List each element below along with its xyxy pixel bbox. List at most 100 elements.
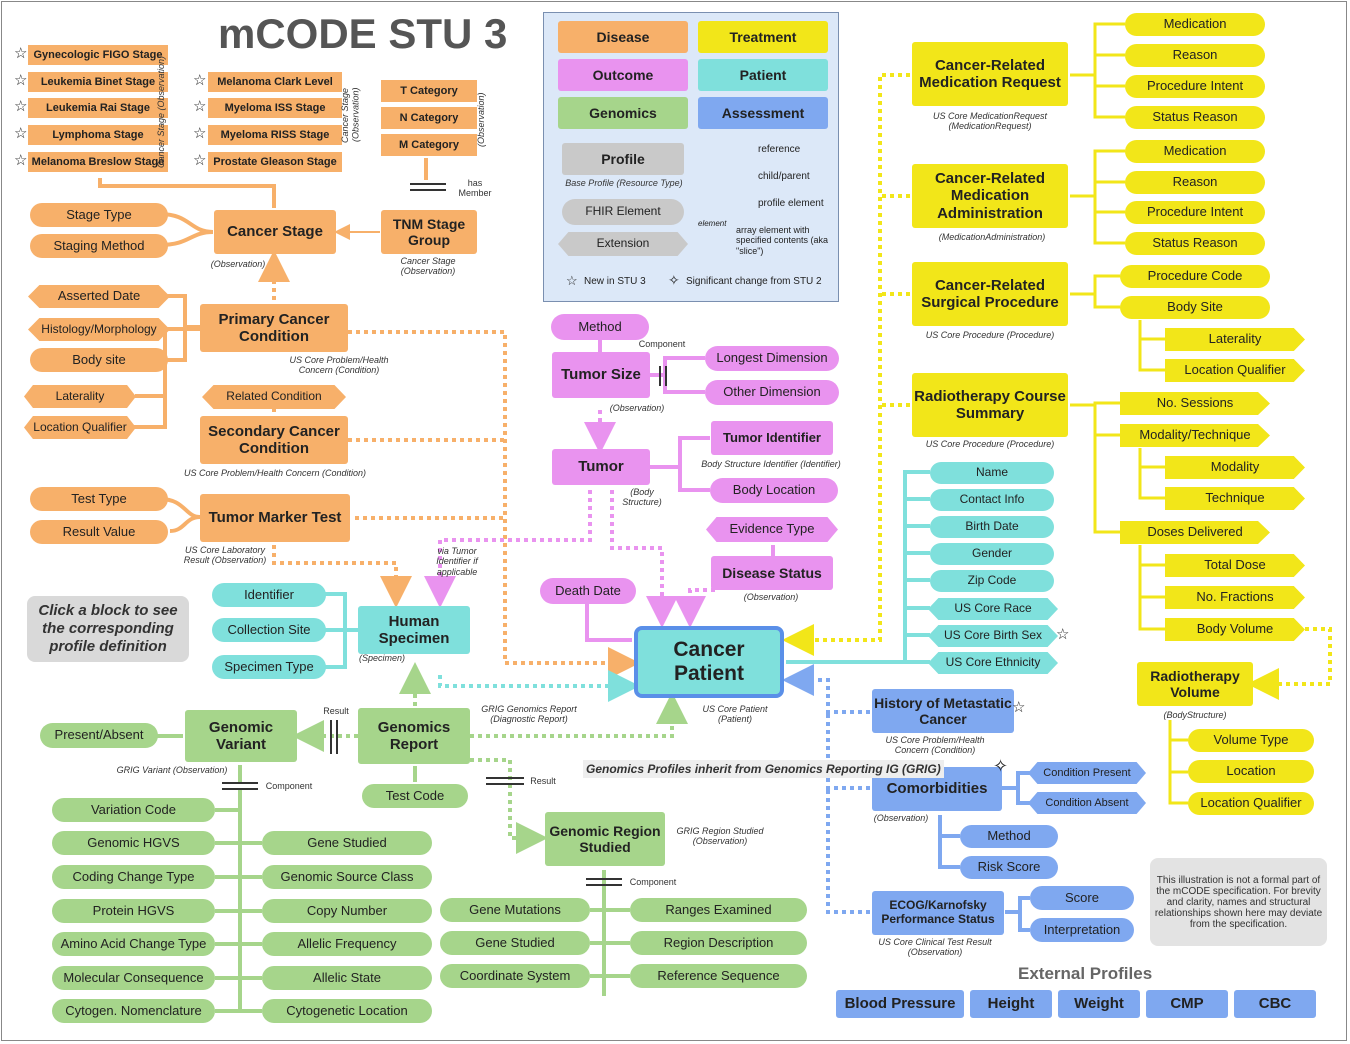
patient-name[interactable]: Name (930, 462, 1054, 484)
asserted-date[interactable]: Asserted Date (28, 285, 170, 308)
patient-zip-code[interactable]: Zip Code (930, 570, 1054, 592)
modality[interactable]: Modality (1165, 456, 1305, 479)
primary-cancer-condition[interactable]: Primary Cancer Condition (200, 304, 348, 352)
radiotherapy-course-summary[interactable]: Radiotherapy Course Summary (912, 373, 1068, 437)
genomic-hgvs[interactable]: Genomic HGVS (52, 831, 215, 855)
reference-sequence[interactable]: Reference Sequence (630, 964, 807, 988)
body-volume[interactable]: Body Volume (1165, 618, 1305, 641)
test-type[interactable]: Test Type (30, 487, 168, 511)
secondary-cancer-condition[interactable]: Secondary Cancer Condition (200, 416, 348, 464)
tumor-size[interactable]: Tumor Size (552, 352, 650, 398)
specimen-collection-site[interactable]: Collection Site (212, 618, 326, 642)
location-qualifier[interactable]: Location Qualifier (24, 416, 136, 439)
other-dimension[interactable]: Other Dimension (705, 380, 839, 405)
genomic-source-class[interactable]: Genomic Source Class (262, 865, 432, 889)
cancer-patient[interactable]: Cancer Patient (634, 626, 784, 698)
stage-binet[interactable]: Leukemia Binet Stage (28, 72, 168, 92)
molecular-consequence[interactable]: Molecular Consequence (52, 966, 215, 990)
condition-present[interactable]: Condition Present (1028, 762, 1146, 784)
histology-morphology[interactable]: Histology/Morphology (28, 318, 170, 341)
tumor-identifier[interactable]: Tumor Identifier (711, 421, 833, 455)
modality-technique[interactable]: Modality/Technique (1120, 424, 1270, 447)
radiotherapy-volume[interactable]: Radiotherapy Volume (1137, 662, 1253, 706)
stage-rai[interactable]: Leukemia Rai Stage (28, 98, 168, 118)
condition-absent[interactable]: Condition Absent (1028, 792, 1146, 814)
protein-hgvs[interactable]: Protein HGVS (52, 899, 215, 923)
no-sessions[interactable]: No. Sessions (1120, 392, 1270, 415)
medication-administration[interactable]: Cancer-Related Medication Administration (912, 164, 1068, 228)
cancer-stage[interactable]: Cancer Stage (214, 210, 336, 254)
body-location[interactable]: Body Location (710, 478, 838, 503)
surgical-procedure[interactable]: Cancer-Related Surgical Procedure (912, 262, 1068, 326)
coordinate-system[interactable]: Coordinate System (440, 964, 590, 988)
stage-gleason[interactable]: Prostate Gleason Stage (208, 152, 342, 172)
amino-acid-change-type[interactable]: Amino Acid Change Type (52, 932, 215, 956)
staging-method[interactable]: Staging Method (30, 234, 168, 258)
copy-number[interactable]: Copy Number (262, 899, 432, 923)
med-request-status-reason[interactable]: Status Reason (1125, 106, 1265, 129)
patient-ethnicity[interactable]: US Core Ethnicity (928, 652, 1058, 674)
ecog-karnofsky-status[interactable]: ECOG/Karnofsky Performance Status (872, 891, 1004, 935)
med-admin-status-reason[interactable]: Status Reason (1125, 232, 1265, 255)
med-request-procedure-intent[interactable]: Procedure Intent (1125, 75, 1265, 98)
stage-clark[interactable]: Melanoma Clark Level (208, 72, 342, 92)
tumor[interactable]: Tumor (552, 449, 650, 485)
region-gene-studied[interactable]: Gene Studied (440, 931, 590, 955)
total-dose[interactable]: Total Dose (1165, 554, 1305, 577)
patient-contact-info[interactable]: Contact Info (930, 489, 1054, 511)
history-of-metastatic-cancer[interactable]: History of Metastatic Cancer (872, 689, 1014, 733)
allelic-frequency[interactable]: Allelic Frequency (262, 932, 432, 956)
external-cmp[interactable]: CMP (1146, 990, 1228, 1018)
death-date[interactable]: Death Date (540, 578, 636, 604)
genomic-region-studied[interactable]: Genomic Region Studied (545, 812, 665, 866)
ranges-examined[interactable]: Ranges Examined (630, 898, 807, 922)
present-absent[interactable]: Present/Absent (40, 723, 158, 748)
stage-breslow[interactable]: Melanoma Breslow Stage (28, 152, 168, 172)
related-condition[interactable]: Related Condition (202, 385, 346, 409)
genomic-variant[interactable]: Genomic Variant (185, 710, 297, 762)
external-blood-pressure[interactable]: Blood Pressure (836, 990, 964, 1018)
external-cbc[interactable]: CBC (1234, 990, 1316, 1018)
stage-iss[interactable]: Myeloma ISS Stage (208, 98, 342, 118)
ecog-interpretation[interactable]: Interpretation (1030, 918, 1134, 942)
procedure-body-site[interactable]: Body Site (1120, 296, 1270, 319)
med-admin-procedure-intent[interactable]: Procedure Intent (1125, 201, 1265, 224)
med-admin-medication[interactable]: Medication (1125, 140, 1265, 163)
external-weight[interactable]: Weight (1058, 990, 1140, 1018)
variant-gene-studied[interactable]: Gene Studied (262, 831, 432, 855)
stage-type[interactable]: Stage Type (30, 203, 168, 227)
specimen-type[interactable]: Specimen Type (212, 655, 326, 679)
result-value[interactable]: Result Value (30, 520, 168, 544)
longest-dimension[interactable]: Longest Dimension (705, 346, 839, 371)
external-height[interactable]: Height (970, 990, 1052, 1018)
med-admin-reason[interactable]: Reason (1125, 171, 1265, 194)
volume-location[interactable]: Location (1188, 760, 1314, 783)
patient-birth-sex[interactable]: US Core Birth Sex (928, 625, 1058, 647)
med-request-reason[interactable]: Reason (1125, 44, 1265, 67)
stage-riss[interactable]: Myeloma RISS Stage (208, 125, 342, 145)
stage-figo[interactable]: Gynecologic FIGO Stage (28, 45, 168, 65)
tnm-stage-group[interactable]: TNM Stage Group (381, 210, 477, 254)
patient-birth-date[interactable]: Birth Date (930, 516, 1054, 538)
gene-mutations[interactable]: Gene Mutations (440, 898, 590, 922)
comorbidities-method[interactable]: Method (960, 825, 1058, 848)
disease-status[interactable]: Disease Status (711, 556, 833, 590)
technique[interactable]: Technique (1165, 487, 1305, 510)
t-category[interactable]: T Category (381, 80, 477, 102)
volume-type[interactable]: Volume Type (1188, 729, 1314, 752)
region-description[interactable]: Region Description (630, 931, 807, 955)
medication-request[interactable]: Cancer-Related Medication Request (912, 42, 1068, 106)
procedure-location-qualifier[interactable]: Location Qualifier (1165, 359, 1305, 382)
doses-delivered[interactable]: Doses Delivered (1120, 521, 1270, 544)
risk-score[interactable]: Risk Score (960, 856, 1058, 879)
human-specimen[interactable]: Human Specimen (358, 606, 470, 654)
evidence-type[interactable]: Evidence Type (706, 517, 838, 542)
specimen-identifier[interactable]: Identifier (212, 583, 326, 607)
laterality[interactable]: Laterality (24, 385, 136, 408)
procedure-laterality[interactable]: Laterality (1165, 328, 1305, 351)
volume-location-qualifier[interactable]: Location Qualifier (1188, 792, 1314, 815)
m-category[interactable]: M Category (381, 134, 477, 156)
procedure-code[interactable]: Procedure Code (1120, 265, 1270, 288)
test-code[interactable]: Test Code (362, 784, 468, 808)
ecog-score[interactable]: Score (1030, 886, 1134, 910)
